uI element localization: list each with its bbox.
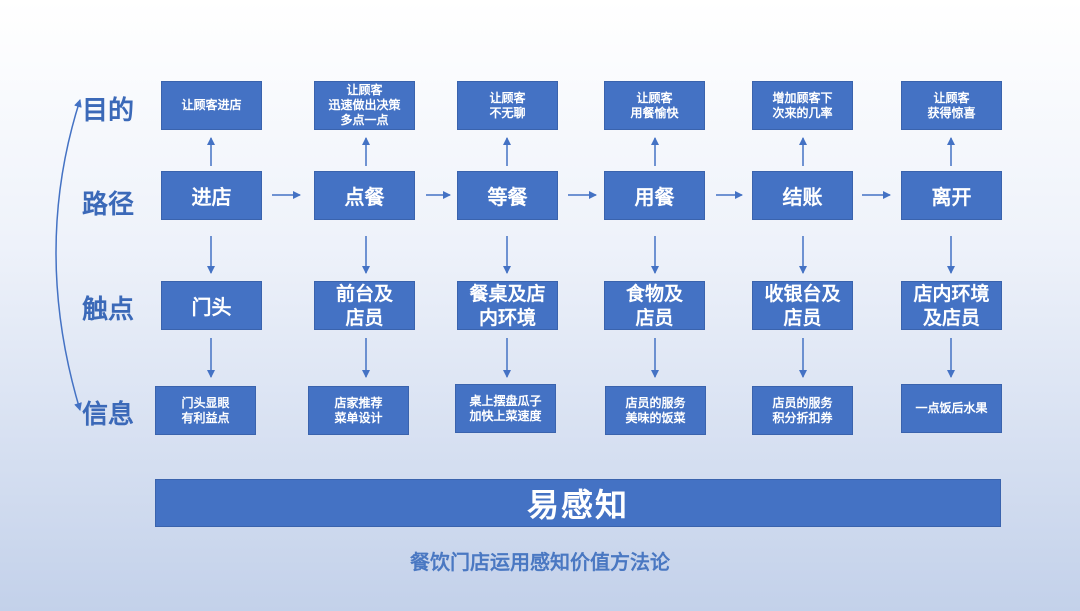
purpose-box-1: 让顾客进店 [161, 81, 262, 130]
curved-side-arrow [55, 99, 82, 411]
info-box-4: 店员的服务 美味的饭菜 [605, 386, 706, 435]
row-label-path: 路径 [82, 190, 135, 220]
row-label-touchpoint: 触点 [82, 295, 135, 325]
purpose-box-3: 让顾客 不无聊 [457, 81, 558, 130]
touchpoint-box-5: 收银台及 店员 [752, 281, 853, 330]
info-box-2: 店家推荐 菜单设计 [308, 386, 409, 435]
path-box-2: 点餐 [314, 171, 415, 220]
purpose-box-6: 让顾客 获得惊喜 [901, 81, 1002, 130]
info-box-3: 桌上摆盘瓜子 加快上菜速度 [455, 384, 556, 433]
touchpoint-box-2: 前台及 店员 [314, 281, 415, 330]
subtitle: 餐饮门店运用感知价值方法论 [410, 550, 670, 574]
footer-title-bar: 易感知 [155, 479, 1001, 527]
purpose-box-4: 让顾客 用餐愉快 [604, 81, 705, 130]
path-box-3: 等餐 [457, 171, 558, 220]
info-box-6: 一点饭后水果 [901, 384, 1002, 433]
touchpoint-box-3: 餐桌及店 内环境 [457, 281, 558, 330]
touchpoint-box-4: 食物及 店员 [604, 281, 705, 330]
info-box-1: 门头显眼 有利益点 [155, 386, 256, 435]
path-box-6: 离开 [901, 171, 1002, 220]
path-box-5: 结账 [752, 171, 853, 220]
touchpoint-box-1: 门头 [161, 281, 262, 330]
touchpoint-box-6: 店内环境 及店员 [901, 281, 1002, 330]
row-label-purpose: 目的 [82, 96, 135, 126]
path-box-1: 进店 [161, 171, 262, 220]
purpose-box-5: 增加顾客下 次来的几率 [752, 81, 853, 130]
info-box-5: 店员的服务 积分折扣券 [752, 386, 853, 435]
path-box-4: 用餐 [604, 171, 705, 220]
purpose-box-2: 让顾客 迅速做出决策 多点一点 [314, 81, 415, 130]
row-label-info: 信息 [82, 400, 135, 430]
